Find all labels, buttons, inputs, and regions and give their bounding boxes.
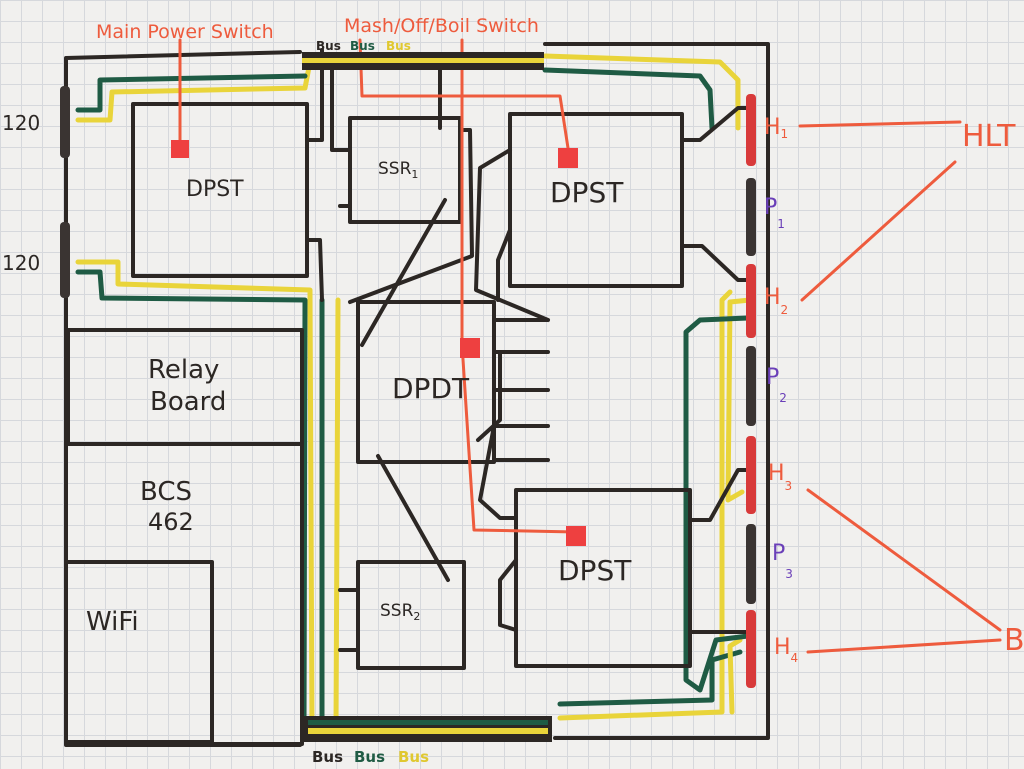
connector-bar-p3 [746,524,756,604]
annotation-line-hlt-h1 [798,120,962,128]
annotation-line-bk-h4 [806,638,1002,654]
connector-label-p2: P2 [766,365,787,405]
connector-label-p3-text: P [772,541,785,566]
bus-bar-top [302,52,544,70]
input-label-2: 120 [2,251,40,275]
connector-label-h1-sub: 1 [781,127,789,141]
connector-label-h2: H2 [764,285,788,317]
connector-label-h4-sub: 4 [791,651,799,665]
mash-switch-marker-top [558,148,578,168]
connector-label-p1: P1 [764,195,785,231]
label-dpst-main: DPST [186,177,244,202]
label-dpdt: DPDT [392,372,470,405]
label-relay-board-2: Board [150,387,226,417]
connector-label-h3-text: H [768,461,785,486]
wire-green-right-mid [683,315,751,693]
connector-label-p1-text: P [764,195,777,220]
bus-label-top-1: Bus [316,39,341,53]
connector-bar-h1 [746,94,756,166]
connector-bar-h2 [746,264,756,338]
box-ssr1 [348,116,462,224]
mash-switch-marker-dpdt [460,338,480,358]
bus-label-top-2: Bus [350,39,375,53]
connector-label-h1: H1 [764,115,788,141]
wire-yellow-left-mid [75,259,315,733]
bus-label-bottom-3: Bus [398,748,429,766]
annotation-line-hlt-h2 [800,160,957,302]
bus-label-bottom-1: Bus [312,748,343,766]
bus-bar-bottom [302,716,552,742]
target-label-bk: B [1004,623,1024,658]
connector-label-h4: H4 [774,635,798,665]
input-terminal-1 [60,86,70,158]
wire-green-right-loop [542,67,743,707]
label-bcs-1: BCS [140,477,192,507]
connector-label-h4-text: H [774,635,791,660]
box-dpst-bottom [514,488,692,668]
box-wifi [64,560,214,744]
box-ssr2 [356,560,466,670]
box-dpdt [356,300,496,464]
label-dpst-top: DPST [550,176,624,209]
target-label-hlt: HLT [962,119,1016,154]
connector-bar-h4 [746,610,756,688]
box-dpst-main [131,102,309,278]
label-ssr2: SSR2 [380,601,420,623]
label-mash-off-boil-switch: Mash/Off/Boil Switch [344,15,539,37]
annotation-line-bk-h3 [806,488,1002,632]
connector-label-p3: P3 [772,541,793,581]
connector-label-h3: H3 [768,461,792,493]
bus-label-bottom-2: Bus [354,748,385,766]
label-ssr1-text: SSR [378,159,412,179]
wire-green-left-top [75,73,308,113]
connector-bar-p2 [746,346,756,426]
wire-black-internals [306,48,754,652]
label-ssr2-text: SSR [380,601,414,621]
box-dpst-top [508,112,684,288]
connector-label-h2-sub: 2 [781,303,789,317]
label-dpst-bottom: DPST [558,554,632,587]
wire-yellow-center [333,297,341,731]
wire-yellow-right-mid [725,297,753,715]
connector-label-p2-sub: 2 [779,391,787,405]
label-wifi: WiFi [86,607,139,637]
input-terminal-2 [60,222,70,298]
connector-bars [746,94,756,688]
label-ssr1-sub: 1 [411,168,418,181]
wire-yellow-left-top [75,59,313,123]
connector-bar-p1 [746,178,756,256]
mash-switch-marker-bottom [566,526,586,546]
input-label-1: 120 [2,111,40,135]
bus-label-top-3: Bus [386,39,411,53]
label-relay-board-1: Relay [148,355,219,385]
label-bcs-2: 462 [148,508,194,536]
connector-bar-h3 [746,436,756,514]
connector-label-h2-text: H [764,285,781,310]
main-power-switch-marker [171,140,189,158]
wire-green-left-mid [75,269,308,731]
label-ssr1: SSR1 [378,159,418,181]
label-ssr2-sub: 2 [413,610,420,623]
connector-label-p3-sub: 3 [785,567,793,581]
connector-label-p2-text: P [766,365,779,390]
connector-label-h3-sub: 3 [785,479,793,493]
wire-yellow-right-loop [542,53,741,721]
connector-label-h1-text: H [764,115,781,140]
connector-label-p1-sub: 1 [777,217,785,231]
label-main-power-switch: Main Power Switch [96,21,274,43]
